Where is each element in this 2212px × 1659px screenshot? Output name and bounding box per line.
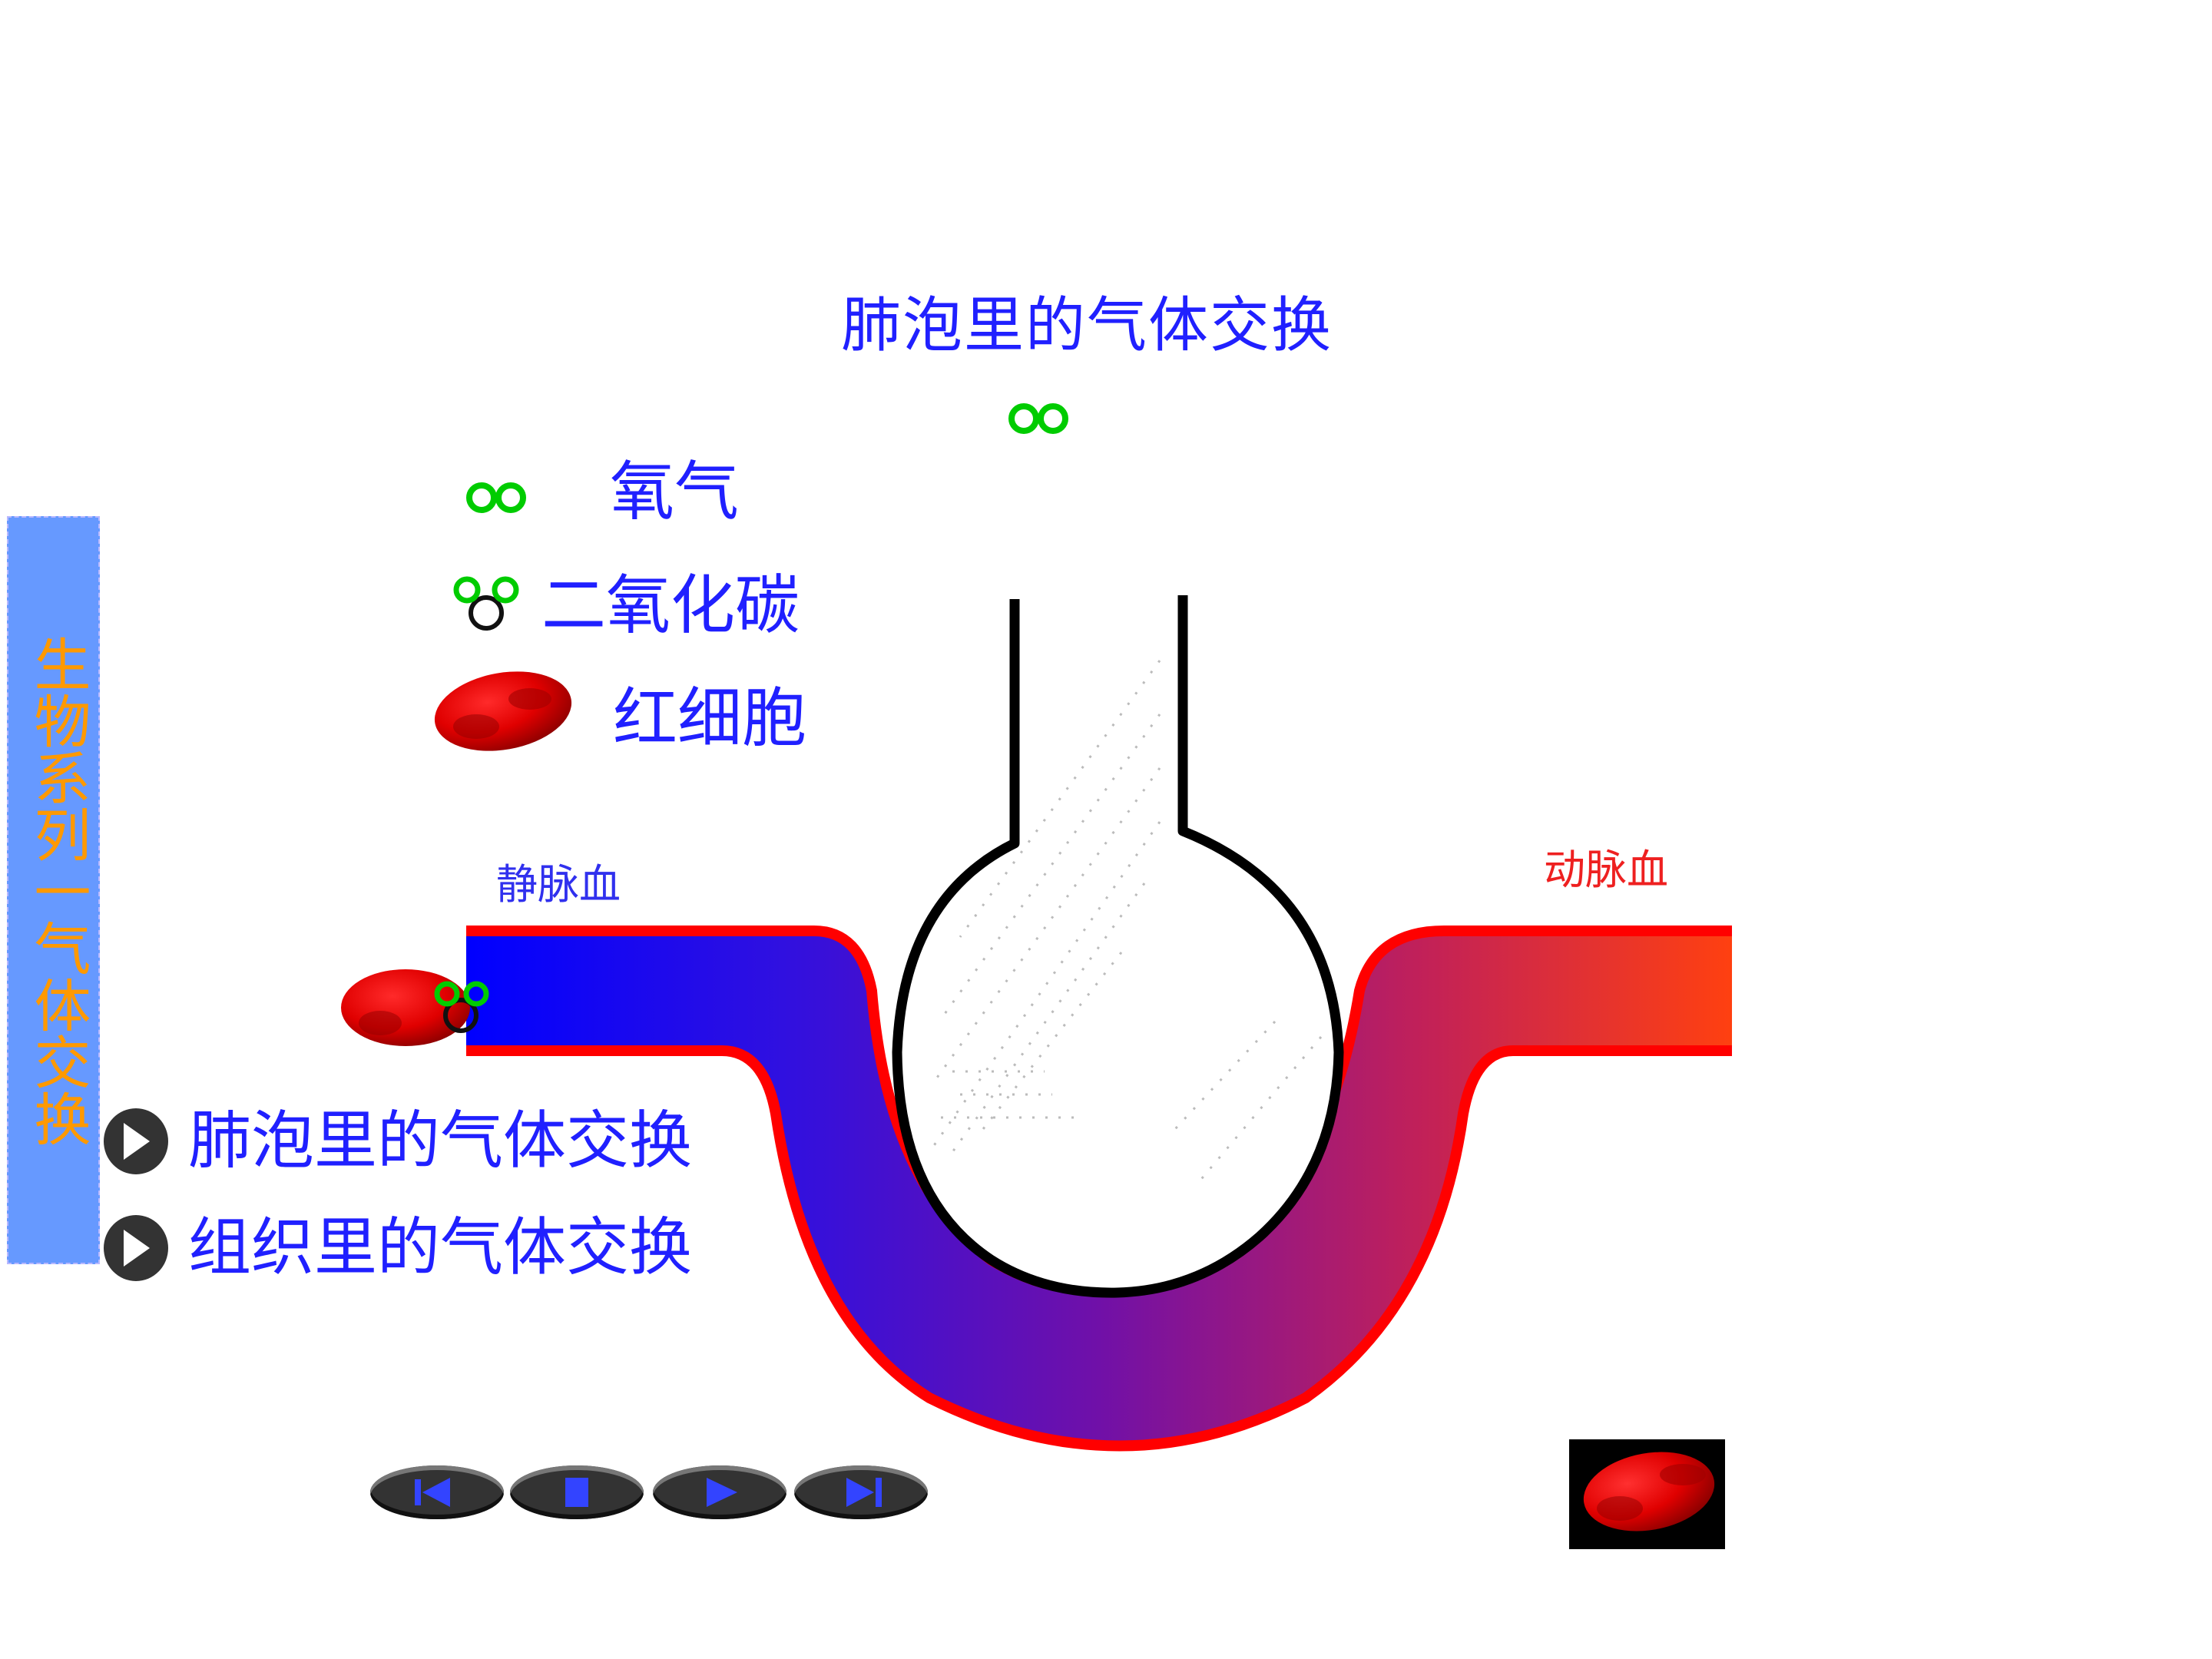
red-blood-cell-thumbnail[interactable] (1569, 1439, 1725, 1549)
stop-icon (565, 1478, 588, 1507)
skip-forward-icon (846, 1478, 882, 1507)
carbon-dioxide-molecule-icon (453, 576, 519, 631)
nav-item-label: 组织里的气体交换 (188, 1211, 693, 1284)
oxygen-molecule-icon (1008, 403, 1068, 434)
play-button[interactable] (653, 1465, 786, 1519)
page-title: 肺泡里的气体交换 (841, 291, 1333, 360)
alveolus (892, 595, 1344, 1298)
legend-rbc-label: 红细胞 (613, 680, 807, 756)
sidebar-title: 生物系列一气体交换 (25, 635, 91, 1147)
red-blood-cell-icon (341, 969, 489, 1046)
play-icon (707, 1478, 737, 1507)
vessel-wall-bottom (466, 1045, 1732, 1452)
oxygen-molecule-icon (466, 482, 526, 513)
red-blood-cell-icon (434, 671, 572, 751)
legend-co2-label: 二氧化碳 (541, 568, 800, 643)
skip-forward-button[interactable] (794, 1465, 928, 1519)
stop-button[interactable] (510, 1465, 644, 1519)
blood-vessel (466, 931, 1732, 1446)
carbon-dioxide-molecule-icon (434, 981, 489, 1033)
legend-oxygen-label: 氧气 (610, 454, 740, 529)
nav-item-label: 肺泡里的气体交换 (188, 1104, 693, 1177)
alveolus-shading (928, 660, 1323, 1184)
red-blood-cell-icon (1583, 1452, 1715, 1532)
arterial-blood-label: 动脉血 (1544, 846, 1668, 894)
venous-blood-label: 静脉血 (496, 860, 621, 909)
sidebar-banner: 生物系列一气体交换 (7, 516, 100, 1264)
skip-back-icon (415, 1478, 450, 1507)
nav-item-alveolar-exchange[interactable]: 肺泡里的气体交换 (104, 1108, 692, 1174)
arrow-right-circle-icon (104, 1108, 168, 1174)
arrow-right-circle-icon (104, 1215, 168, 1281)
rewind-button[interactable] (370, 1465, 504, 1519)
nav-item-tissue-exchange[interactable]: 组织里的气体交换 (104, 1215, 692, 1281)
